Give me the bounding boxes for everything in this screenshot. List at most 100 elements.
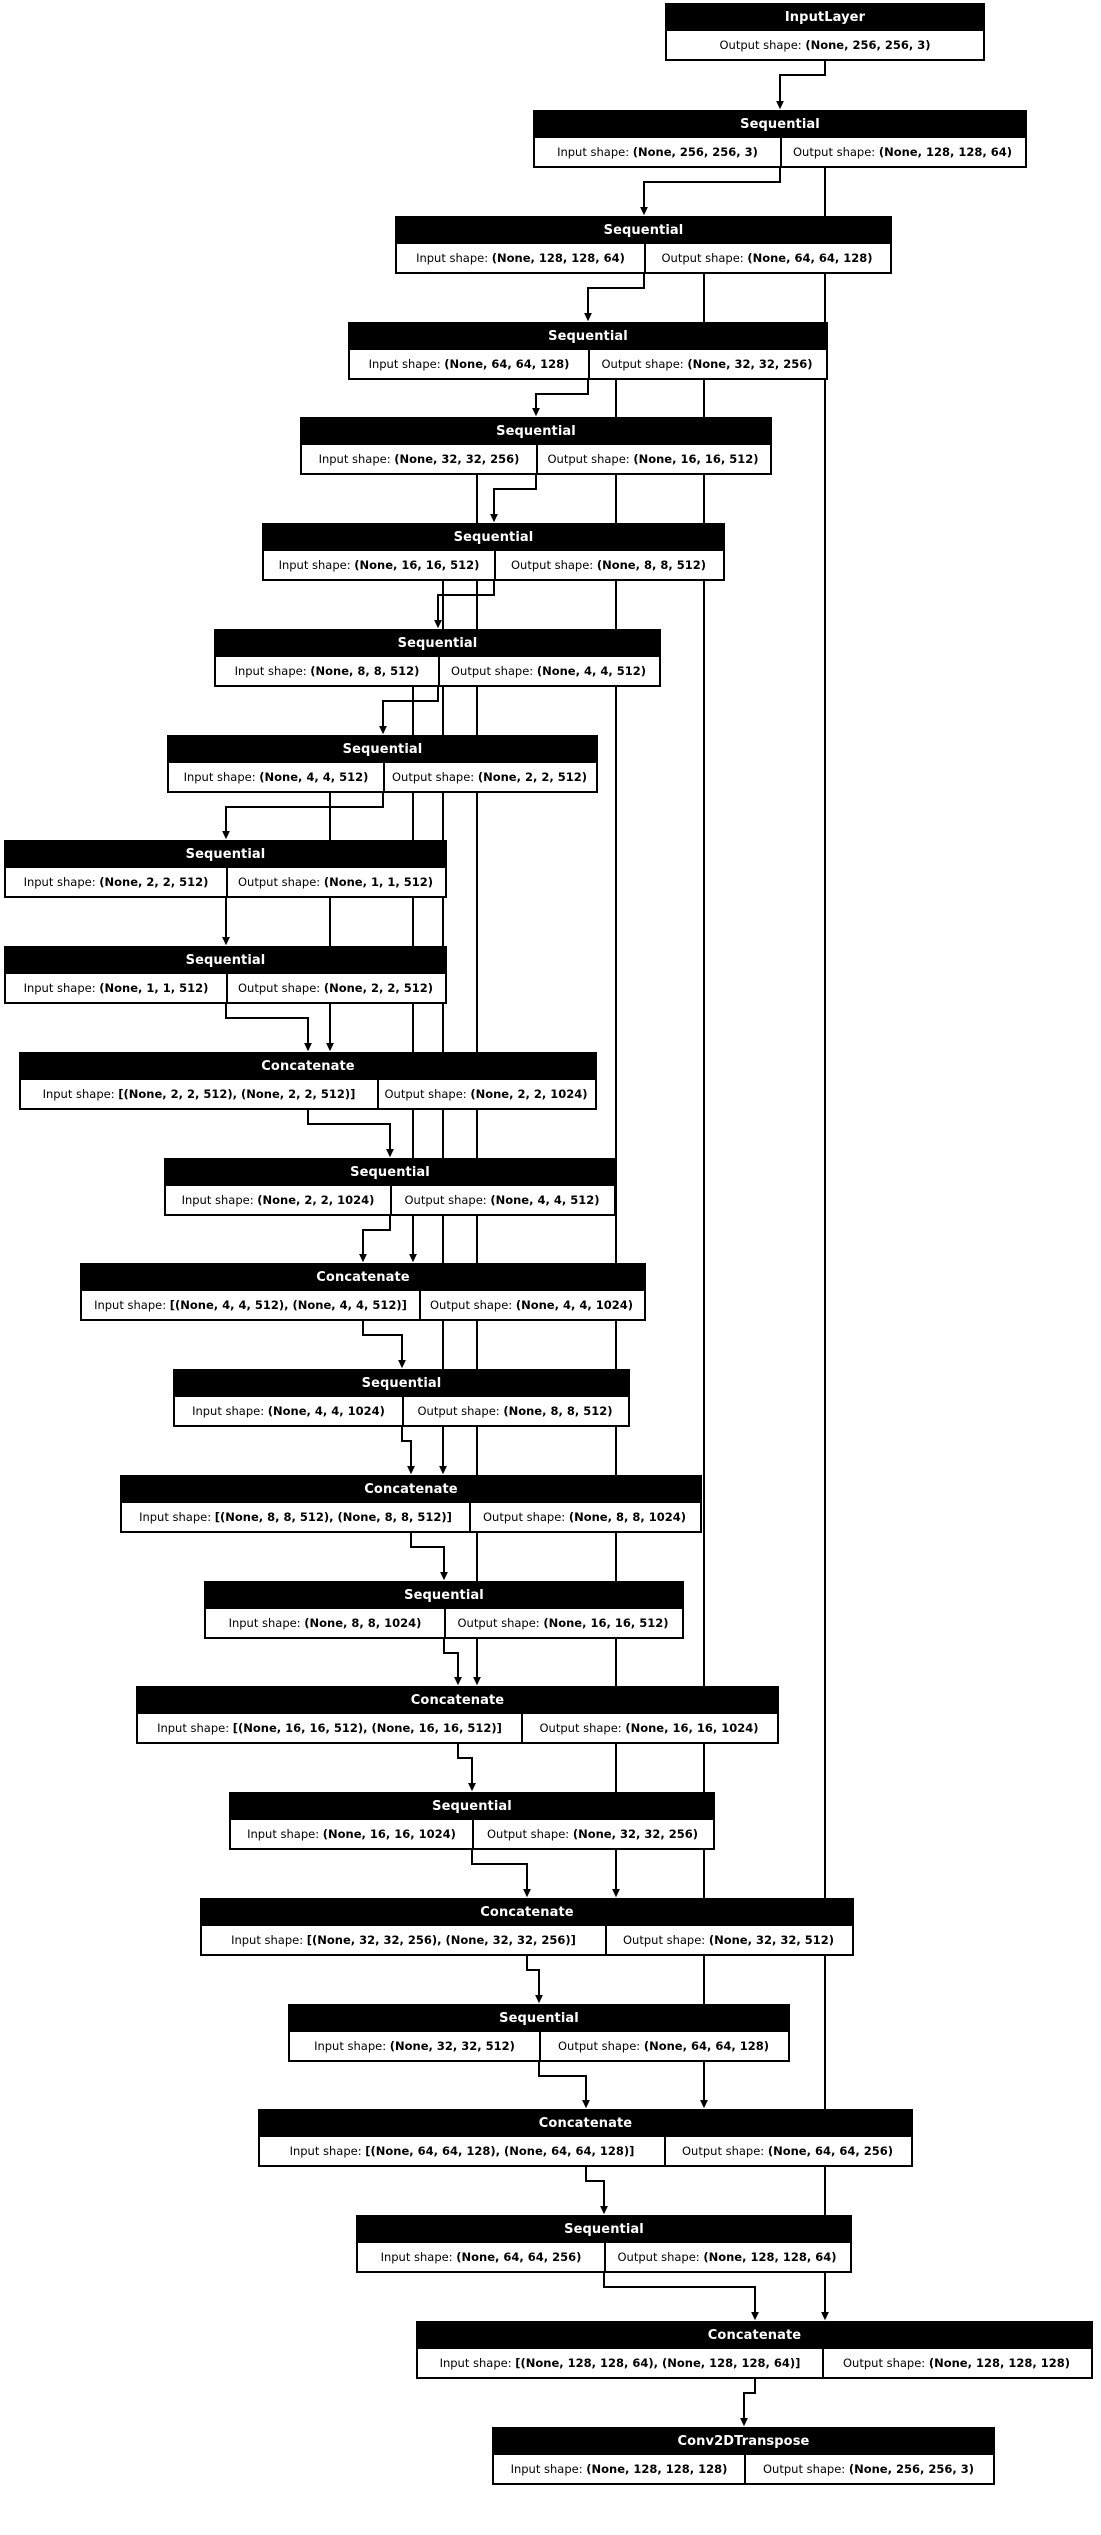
edge-n22-n23 (740, 2379, 756, 2427)
input-shape-cell-label: Input shape: (247, 1827, 320, 1841)
layer-node-title: Sequential (264, 525, 723, 551)
layer-node-shapes: Input shape: [(None, 4, 4, 512), (None, … (82, 1291, 644, 1319)
output-shape-cell: Output shape: (None, 32, 32, 256) (588, 350, 824, 378)
input-shape-cell-value: (None, 64, 64, 256) (456, 2250, 582, 2264)
input-shape-cell-label: Input shape: (278, 558, 351, 572)
layer-node-shapes: Input shape: (None, 128, 128, 64)Output … (397, 244, 890, 272)
layer-node-shapes: Input shape: (None, 128, 128, 128)Output… (494, 2455, 993, 2483)
input-shape-cell-label: Input shape: (139, 1510, 212, 1524)
output-shape-cell-value: (None, 16, 16, 1024) (625, 1721, 759, 1735)
output-shape-cell: Output shape: (None, 8, 8, 512) (402, 1397, 626, 1425)
input-shape-cell: Input shape: (None, 2, 2, 512) (6, 868, 226, 896)
output-shape-cell-label: Output shape: (457, 1616, 540, 1630)
input-shape-cell-label: Input shape: (228, 1616, 301, 1630)
output-shape-cell: Output shape: (None, 2, 2, 512) (226, 974, 443, 1002)
input-shape-cell-value: (None, 1, 1, 512) (99, 981, 209, 995)
output-shape-cell-label: Output shape: (617, 2250, 700, 2264)
output-shape-cell-value: (None, 32, 32, 256) (687, 357, 813, 371)
input-shape-cell-value: (None, 2, 2, 512) (99, 875, 209, 889)
input-shape-cell-label: Input shape: (314, 2039, 387, 2053)
edge-n11-n12 (359, 1216, 391, 1263)
input-shape-cell-label: Input shape: (231, 1933, 304, 1947)
output-shape-cell-label: Output shape: (404, 1193, 487, 1207)
input-shape-cell-value: (None, 16, 16, 1024) (322, 1827, 456, 1841)
edge-n14-n15 (410, 1533, 448, 1581)
output-shape-cell: Output shape: (None, 32, 32, 256) (472, 1820, 711, 1848)
output-shape-cell: Output shape: (None, 128, 128, 128) (822, 2349, 1089, 2377)
input-shape-cell-label: Input shape: (289, 2144, 362, 2158)
input-shape-cell: Input shape: [(None, 8, 8, 512), (None, … (122, 1503, 469, 1531)
output-shape-cell: Output shape: (None, 64, 64, 256) (664, 2137, 909, 2165)
layer-node-title: Sequential (231, 1794, 713, 1820)
input-shape-cell-label: Input shape: (183, 770, 256, 784)
layer-node-title: Concatenate (260, 2111, 911, 2137)
layer-node-shapes: Input shape: (None, 1, 1, 512) Output sha… (6, 974, 445, 1002)
input-shape-cell-label: Input shape: (557, 145, 630, 159)
output-shape-cell: Output shape: (None, 2, 2, 1024) (377, 1080, 593, 1108)
input-shape-cell-value: (None, 8, 8, 1024) (304, 1616, 422, 1630)
edge-n19-n20 (538, 2062, 590, 2109)
output-shape-cell-value: (None, 2, 2, 1024) (470, 1087, 588, 1101)
layer-node-shapes: Input shape: (None, 256, 256, 3)Output s… (535, 138, 1025, 166)
output-shape-cell-value: (None, 64, 64, 128) (747, 251, 873, 265)
input-shape-cell-label: Input shape: (380, 2250, 453, 2264)
output-shape-cell-value: (None, 128, 128, 128) (928, 2356, 1070, 2370)
edge-n6-n7 (379, 687, 439, 735)
layer-node-shapes: Input shape: [(None, 16, 16, 512), (None… (138, 1714, 777, 1742)
edge-n21-n22 (603, 2273, 759, 2321)
input-shape-cell-value: (None, 2, 2, 1024) (257, 1193, 375, 1207)
edge-n7-n8 (222, 793, 384, 840)
input-shape-cell: Input shape: (None, 256, 256, 3) (535, 138, 780, 166)
output-shape-cell-label: Output shape: (623, 1933, 706, 1947)
output-shape-cell: Output shape: (None, 4, 4, 512) (438, 657, 657, 685)
input-shape-cell: Input shape: (None, 16, 16, 512) (264, 551, 494, 579)
output-shape-cell-value: (None, 8, 8, 1024) (568, 1510, 686, 1524)
layer-node-title: Conv2DTranspose (494, 2429, 993, 2455)
input-shape-cell-value: (None, 256, 256, 3) (632, 145, 758, 159)
input-shape-cell-value: [(None, 128, 128, 64), (None, 128, 128, … (515, 2356, 801, 2370)
output-shape-cell-value: (None, 4, 4, 512) (490, 1193, 600, 1207)
output-shape-cell: Output shape: (None, 256, 256, 3) (667, 31, 983, 59)
input-shape-cell-label: Input shape: (439, 2356, 512, 2370)
output-shape-cell-label: Output shape: (430, 1298, 513, 1312)
layer-node-shapes: Input shape: (None, 16, 16, 512)Output s… (264, 551, 723, 579)
edge-n0-n1 (776, 61, 826, 110)
input-shape-cell: Input shape: (None, 8, 8, 512) (216, 657, 438, 685)
layer-node-title: Concatenate (418, 2323, 1091, 2349)
edge-n17-n18 (471, 1850, 531, 1898)
input-shape-cell-label: Input shape: (416, 251, 489, 265)
input-shape-cell-value: (None, 128, 128, 64) (491, 251, 625, 265)
layer-node-shapes: Input shape: [(None, 8, 8, 512), (None, … (122, 1503, 700, 1531)
edge-n3-n4 (532, 380, 589, 417)
output-shape-cell-label: Output shape: (719, 38, 802, 52)
layer-node-shapes: Input shape: (None, 8, 8, 512)Output sha… (216, 657, 659, 685)
input-shape-cell: Input shape: (None, 32, 32, 256) (302, 445, 536, 473)
layer-node-title: Sequential (302, 419, 770, 445)
output-shape-cell: Output shape: (None, 4, 4, 512) (390, 1186, 612, 1214)
input-shape-cell-label: Input shape: (23, 981, 96, 995)
